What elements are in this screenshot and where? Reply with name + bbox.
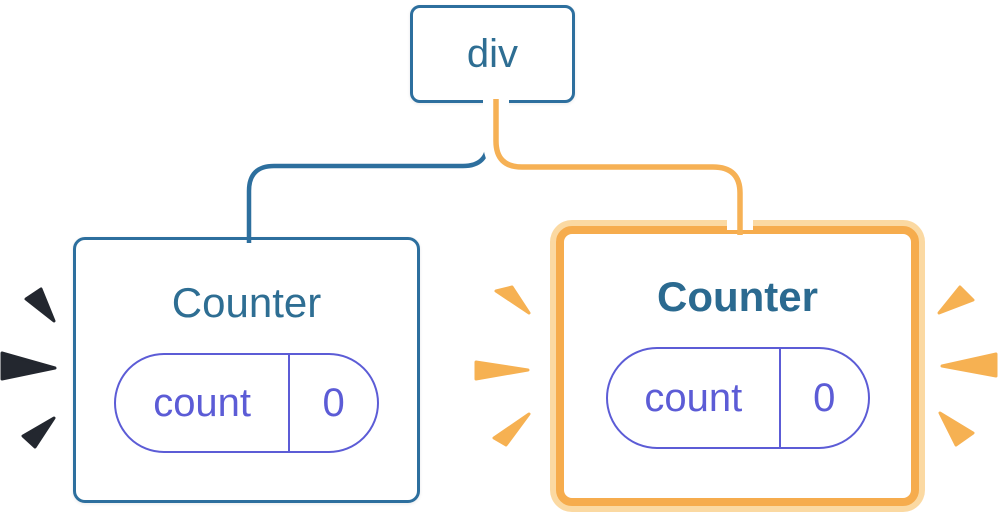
tree-node-div-label: div xyxy=(466,31,519,76)
counter-card-left: Counter count 0 xyxy=(73,237,420,503)
counter-title-right: Counter xyxy=(657,273,818,320)
spark-icon xyxy=(474,360,530,381)
state-pill-right: count 0 xyxy=(605,347,870,450)
edge-div-to-right-counter xyxy=(493,99,743,235)
state-key-left: count xyxy=(116,355,291,452)
spark-icon xyxy=(0,351,57,381)
spark-burst-right-counter-right xyxy=(937,285,998,447)
spark-icon xyxy=(494,285,531,315)
state-key-right: count xyxy=(608,349,782,448)
spark-icon xyxy=(21,416,56,449)
spark-icon xyxy=(492,412,531,447)
spark-burst-left-counter xyxy=(0,287,57,449)
spark-icon xyxy=(940,352,998,378)
spark-burst-right-counter-left xyxy=(474,285,531,447)
edge-casing xyxy=(483,92,753,230)
tree-node-div: div xyxy=(410,5,575,103)
state-pill-left: count 0 xyxy=(114,353,379,454)
counter-card-right-highlighted: Counter count 0 xyxy=(556,226,919,506)
state-value-right: 0 xyxy=(813,375,836,420)
spark-icon xyxy=(938,411,975,447)
counter-title-left: Counter xyxy=(171,279,322,326)
state-value-left: 0 xyxy=(322,380,345,425)
spark-icon xyxy=(24,287,56,323)
edge-div-to-left-counter xyxy=(246,96,491,243)
spark-icon xyxy=(937,285,975,315)
